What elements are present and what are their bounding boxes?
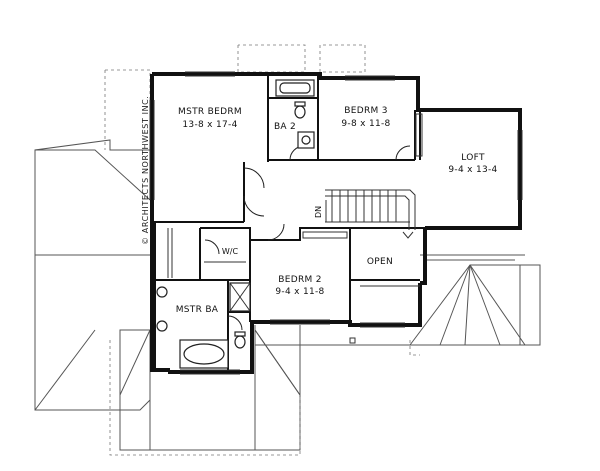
loft-dims: 9-4 x 13-4	[448, 165, 497, 175]
mstr-bedrm-name: MSTR BEDRM	[178, 107, 242, 117]
ba-2-name: BA 2	[274, 122, 296, 132]
stairs	[325, 189, 420, 287]
wic-name: W/C	[222, 247, 239, 256]
bedrm-2-dims: 9-4 x 11-8	[275, 287, 324, 297]
fixtures	[156, 79, 315, 369]
stair-dn-label: DN	[314, 206, 323, 218]
roof-outlines	[34, 44, 541, 456]
bedrm-3-dims: 9-8 x 11-8	[341, 119, 390, 129]
bedrm-3-name: BEDRM 3	[344, 106, 388, 116]
mstr-ba-name: MSTR BA	[176, 305, 219, 315]
loft-name: LOFT	[461, 153, 485, 163]
open-name: OPEN	[367, 257, 393, 267]
mstr-bedrm-dims: 13-8 x 17-4	[182, 120, 237, 130]
doors	[204, 113, 423, 331]
windows	[149, 71, 523, 375]
room-labels: MSTR BEDRM 13-8 x 17-4 BEDRM 3 9-8 x 11-…	[176, 106, 498, 315]
copyright-text: © ARCHITECTS NORTHWEST INC.	[141, 96, 150, 245]
bedrm-2-name: BEDRM 2	[278, 275, 322, 285]
